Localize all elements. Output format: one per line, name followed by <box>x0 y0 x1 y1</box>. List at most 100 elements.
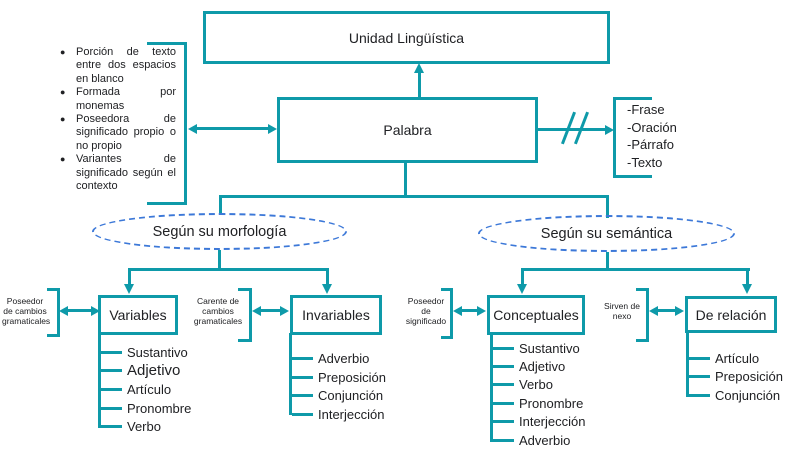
list-item: Artículo <box>689 349 783 368</box>
bullet-icon: ● <box>60 47 66 57</box>
invariables-list: Adverbio Preposición Conjunción Interjec… <box>292 349 386 424</box>
feature-text: Formada por monemas <box>76 86 176 112</box>
invariables-list-spine <box>289 333 292 415</box>
semantics-ellipse-label: Según su semántica <box>540 225 673 242</box>
conceptuales-box-label: Conceptuales <box>493 307 579 323</box>
connector-arrow-to-variables <box>124 268 134 294</box>
morphology-ellipse: Según su morfología <box>92 213 347 250</box>
tick-line <box>689 356 710 360</box>
conceptuales-note-bracket <box>441 288 453 339</box>
list-item: Sustantivo <box>493 339 585 357</box>
list-item: Interjección <box>493 413 585 431</box>
item-label: Adverbio <box>519 432 571 448</box>
list-item: Preposición <box>689 368 783 387</box>
connector-drop-left <box>219 195 222 215</box>
item-label: Adjetivo <box>127 362 181 380</box>
variables-note-bracket <box>47 288 60 337</box>
list-item: ● Formada por monemas <box>56 86 176 113</box>
list-item: Adverbio <box>292 349 386 368</box>
tick-line <box>689 375 710 379</box>
conceptuales-side-note: Poseedor de significado <box>405 296 447 326</box>
list-item: Sustantivo <box>101 343 191 362</box>
feature-text: Poseedora de significado propio o no pro… <box>76 113 176 152</box>
connector-variables-note-double-arrow <box>59 305 100 316</box>
de-relacion-box-label: De relación <box>695 306 767 323</box>
list-item: -Texto <box>627 155 663 171</box>
variables-side-note: Poseedor de cambios gramaticales <box>2 296 51 326</box>
item-label: Preposición <box>715 369 783 385</box>
tick-line <box>101 387 122 391</box>
list-item: Interjección <box>292 405 386 424</box>
bullet-icon: ● <box>60 154 66 165</box>
connector-arrow-to-invariables <box>322 268 332 294</box>
item-label: Artículo <box>715 350 760 366</box>
conceptuales-list: Sustantivo Adjetivo Verbo Pronombre Inte… <box>493 339 585 449</box>
list-item: Adverbio <box>493 431 585 449</box>
list-item: Verbo <box>493 376 585 394</box>
tick-line <box>493 383 514 387</box>
connector-features-word-double-arrow <box>188 123 277 134</box>
tick-line <box>493 438 514 442</box>
feature-text: Porción de texto entre dos espacios en b… <box>76 46 176 85</box>
item-label: Sustantivo <box>519 340 580 356</box>
bullet-icon: ● <box>60 114 66 125</box>
word-box-label: Palabra <box>383 122 432 138</box>
tick-line <box>292 375 313 379</box>
connector-morphology-branch <box>128 268 329 271</box>
connector-word-to-units-arrow <box>538 124 614 135</box>
connector-word-down <box>404 160 407 198</box>
word-features-list: ● Porción de texto entre dos espacios en… <box>56 46 176 193</box>
list-item: ● Variantes de significado según el cont… <box>56 153 176 193</box>
tick-line <box>101 425 122 429</box>
invariables-box: Invariables <box>290 295 382 335</box>
larger-units-bracket <box>613 97 652 178</box>
tick-line <box>493 401 514 405</box>
list-item: Preposición <box>292 368 386 387</box>
connector-arrow-to-conceptuales <box>517 268 527 294</box>
tick-line <box>292 394 313 398</box>
connector-semantics-branch <box>521 268 750 271</box>
list-item: -Frase <box>627 102 665 117</box>
variables-list: Sustantivo Adjetivo Artículo Pronombre V… <box>101 343 191 436</box>
list-item: ● Poseedora de significado propio o no p… <box>56 113 176 153</box>
variables-box-label: Variables <box>109 307 167 323</box>
unit-box: Unidad Lingüística <box>203 11 610 64</box>
variables-box: Variables <box>98 295 178 335</box>
invariables-side-note: Carente de cambios gramaticales <box>193 296 243 326</box>
tick-line <box>292 412 313 416</box>
de-relacion-list: Artículo Preposición Conjunción <box>689 349 783 405</box>
list-item: ● Porción de texto entre dos espacios en… <box>56 46 176 86</box>
variables-list-spine <box>98 333 101 428</box>
item-label: Interjección <box>318 406 385 422</box>
list-item: Artículo <box>101 380 191 399</box>
list-item: Adjetivo <box>101 362 191 381</box>
conceptuales-list-spine <box>490 333 493 442</box>
tick-line <box>101 369 122 373</box>
list-item: Pronombre <box>101 399 191 418</box>
item-label: Pronombre <box>519 395 584 411</box>
conceptuales-box: Conceptuales <box>487 295 585 335</box>
tick-line <box>493 420 514 424</box>
connector-word-to-unit-arrow <box>414 63 424 97</box>
item-label: Verbo <box>519 377 553 393</box>
connector-semantics-down <box>606 252 609 270</box>
de-relacion-box: De relación <box>685 296 777 333</box>
list-item: Conjunción <box>689 386 783 405</box>
tick-line <box>101 406 122 410</box>
feature-text: Variantes de significado según el contex… <box>76 153 176 193</box>
de-relacion-side-note: Sirven de nexo <box>604 301 640 321</box>
larger-units-list: -Frase -Oración -Párrafo -Texto <box>627 101 677 172</box>
connector-arrow-to-derelacion <box>742 268 752 294</box>
item-label: Preposición <box>318 369 386 385</box>
features-bracket <box>147 42 187 205</box>
tick-line <box>101 350 122 354</box>
connector-invariables-note-double-arrow <box>252 305 289 316</box>
tick-line <box>292 356 313 360</box>
list-item: Verbo <box>101 417 191 436</box>
de-relacion-note-bracket <box>636 288 649 342</box>
item-label: Conjunción <box>715 387 781 403</box>
bullet-icon: ● <box>60 87 66 98</box>
connector-de-relacion-note-double-arrow <box>649 305 684 316</box>
list-item: Pronombre <box>493 394 585 412</box>
